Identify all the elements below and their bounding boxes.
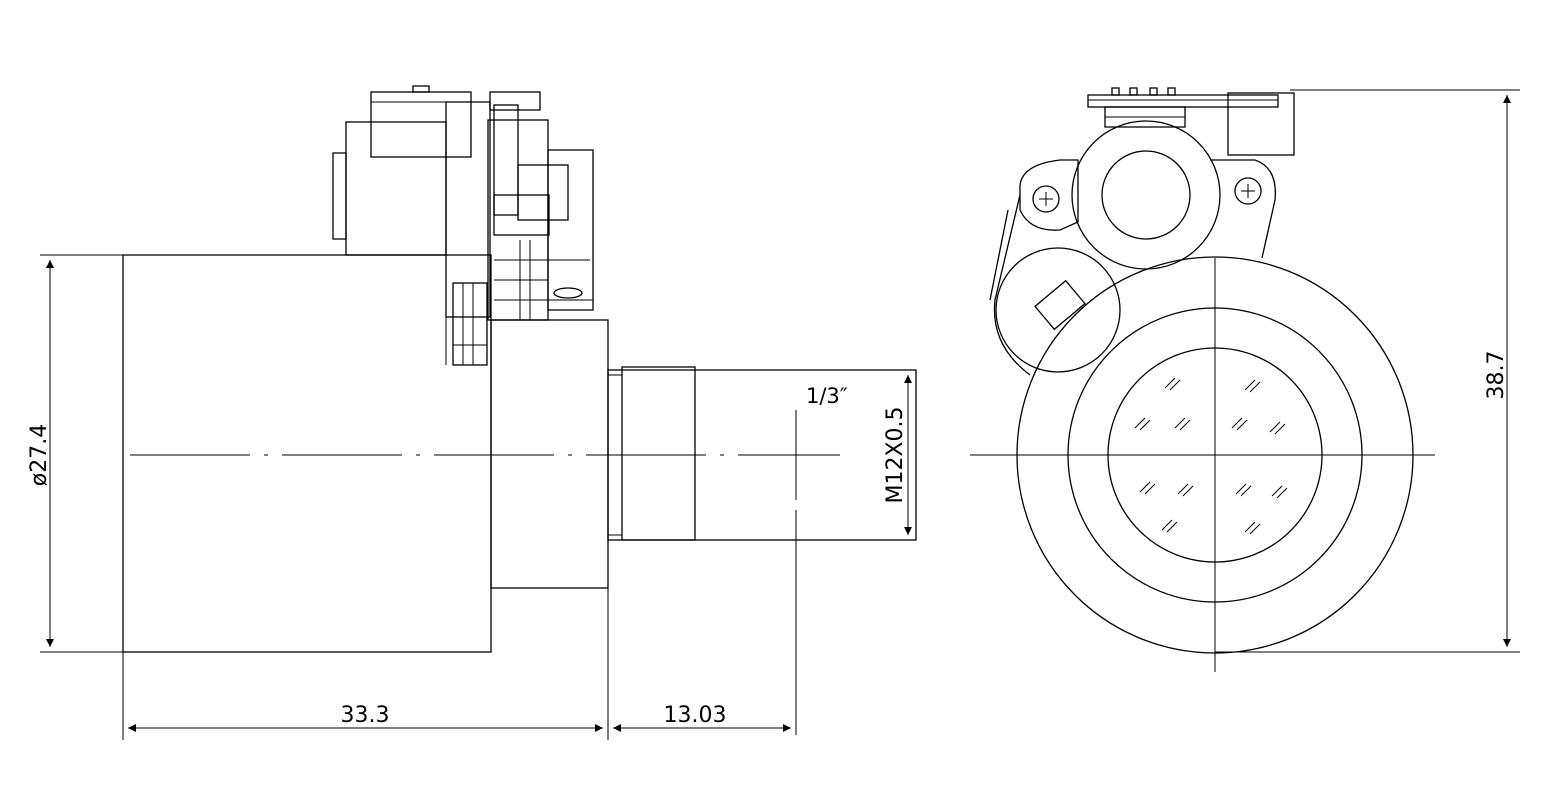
top-gear-assembly — [332, 85, 594, 366]
screw-right-icon — [1234, 177, 1262, 205]
dim-body-length: 33.3 — [122, 588, 609, 740]
dim-height-label: 38.7 — [1484, 351, 1509, 400]
dim-diameter-label: ø27.4 — [27, 424, 52, 486]
collar — [490, 319, 609, 589]
screw-left-icon — [1032, 185, 1060, 213]
dim-thread: M12X0.5 — [883, 370, 917, 540]
side-view: ø27.4 33.3 13.03 M12X0.5 1/3″ — [27, 85, 917, 740]
dim-height: 38.7 — [1215, 89, 1520, 653]
dim-body-length-label: 33.3 — [341, 703, 390, 728]
motor-body — [122, 254, 492, 653]
front-view: 38.7 — [970, 87, 1520, 672]
sensor-format-label: 1/3″ — [806, 384, 848, 408]
dim-flange-length: 13.03 — [613, 703, 791, 732]
dim-thread-label: M12X0.5 — [883, 406, 908, 503]
thread-ring — [621, 366, 696, 541]
dim-flange-length-label: 13.03 — [664, 703, 727, 728]
dim-diameter: ø27.4 — [27, 254, 123, 653]
